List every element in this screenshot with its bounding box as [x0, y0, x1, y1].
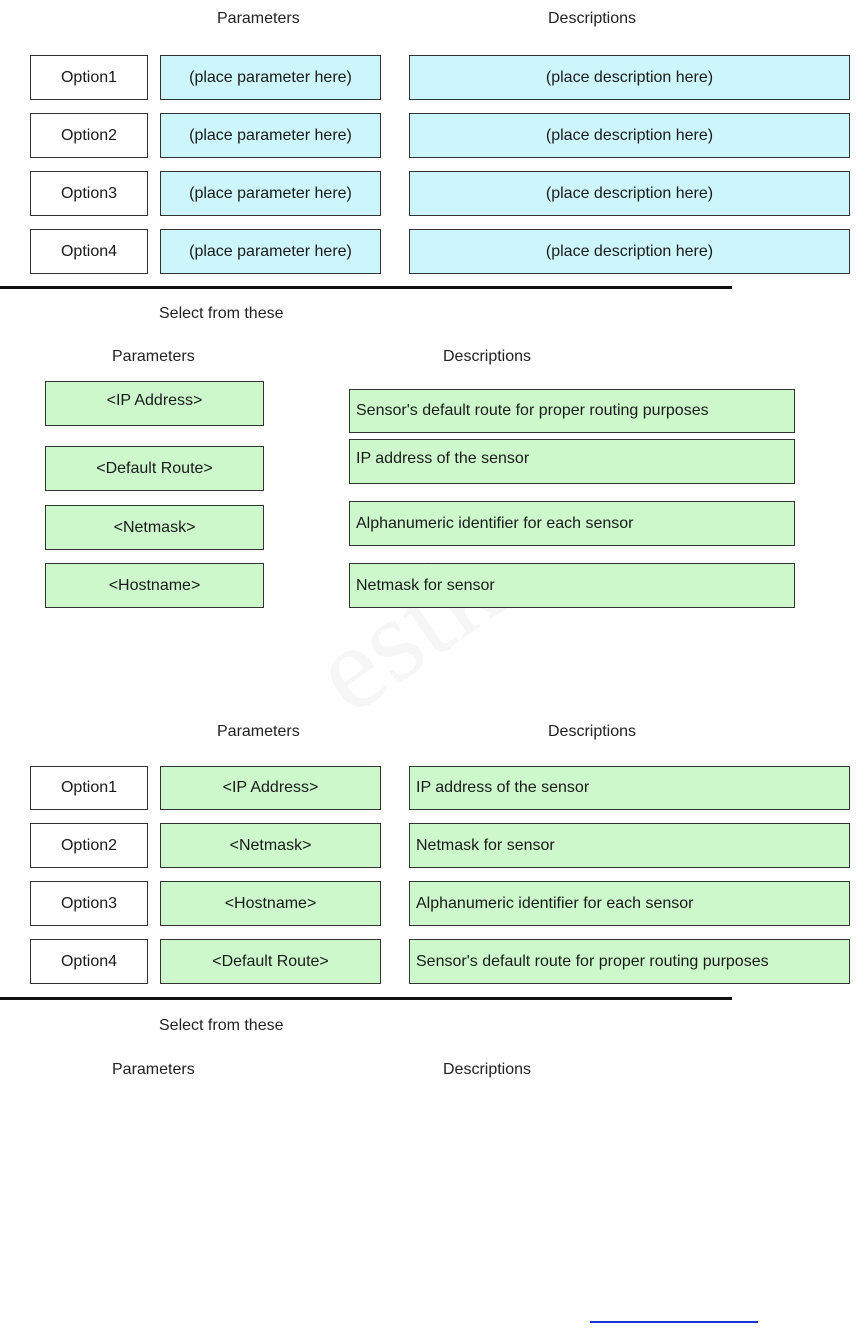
section1-row2-parameter-slot[interactable]: (place parameter here) — [160, 113, 381, 158]
section2-row2-description[interactable]: Netmask for sensor — [409, 823, 850, 868]
section2-row3-parameter[interactable]: <Hostname> — [160, 881, 381, 926]
pool2-descriptions-header: Descriptions — [443, 1061, 532, 1078]
section2-descriptions-header: Descriptions — [548, 723, 637, 740]
pool1-parameters-header: Parameters — [112, 348, 195, 365]
section2-parameters-header: Parameters — [217, 723, 300, 740]
section2-row4-parameter[interactable]: <Default Route> — [160, 939, 381, 984]
pool1-description-item[interactable]: Netmask for sensor — [349, 563, 795, 608]
pool1-parameter-item[interactable]: <Hostname> — [45, 563, 264, 608]
section1-option4-label: Option4 — [30, 229, 148, 274]
section1-option2-label: Option2 — [30, 113, 148, 158]
section1-row2-description-slot[interactable]: (place description here) — [409, 113, 850, 158]
pool2-parameters-header: Parameters — [112, 1061, 195, 1078]
section1-row3-parameter-slot[interactable]: (place parameter here) — [160, 171, 381, 216]
section1-row1-parameter-slot[interactable]: (place parameter here) — [160, 55, 381, 100]
pool1-parameter-item[interactable]: <Default Route> — [45, 446, 264, 491]
section2-row1-parameter[interactable]: <IP Address> — [160, 766, 381, 810]
section1-row4-description-slot[interactable]: (place description here) — [409, 229, 850, 274]
hyperlink-underline[interactable] — [590, 1321, 758, 1323]
section1-descriptions-header: Descriptions — [548, 10, 637, 27]
pool1-parameter-item[interactable]: <IP Address> — [45, 381, 264, 426]
section2-option4-label: Option4 — [30, 939, 148, 984]
section2-row3-description[interactable]: Alphanumeric identifier for each sensor — [409, 881, 850, 926]
section1-row3-description-slot[interactable]: (place description here) — [409, 171, 850, 216]
section2-option3-label: Option3 — [30, 881, 148, 926]
section1-option1-label: Option1 — [30, 55, 148, 100]
pool1-descriptions-header: Descriptions — [443, 348, 532, 365]
divider-2 — [0, 997, 732, 1000]
pool1-description-item[interactable]: IP address of the sensor — [349, 439, 795, 484]
pool1-description-item[interactable]: Sensor's default route for proper routin… — [349, 389, 795, 433]
pool1-description-item[interactable]: Alphanumeric identifier for each sensor — [349, 501, 795, 546]
watermark: estk — [288, 517, 526, 741]
section1-parameters-header: Parameters — [217, 10, 300, 27]
section1-row1-description-slot[interactable]: (place description here) — [409, 55, 850, 100]
pool1-select-label: Select from these — [159, 305, 284, 322]
section2-option2-label: Option2 — [30, 823, 148, 868]
section2-row1-description[interactable]: IP address of the sensor — [409, 766, 850, 810]
pool1-parameter-item[interactable]: <Netmask> — [45, 505, 264, 550]
divider-1 — [0, 286, 732, 289]
section2-option1-label: Option1 — [30, 766, 148, 810]
section2-row4-description[interactable]: Sensor's default route for proper routin… — [409, 939, 850, 984]
pool2-select-label: Select from these — [159, 1017, 284, 1034]
section1-row4-parameter-slot[interactable]: (place parameter here) — [160, 229, 381, 274]
section2-row2-parameter[interactable]: <Netmask> — [160, 823, 381, 868]
section1-option3-label: Option3 — [30, 171, 148, 216]
